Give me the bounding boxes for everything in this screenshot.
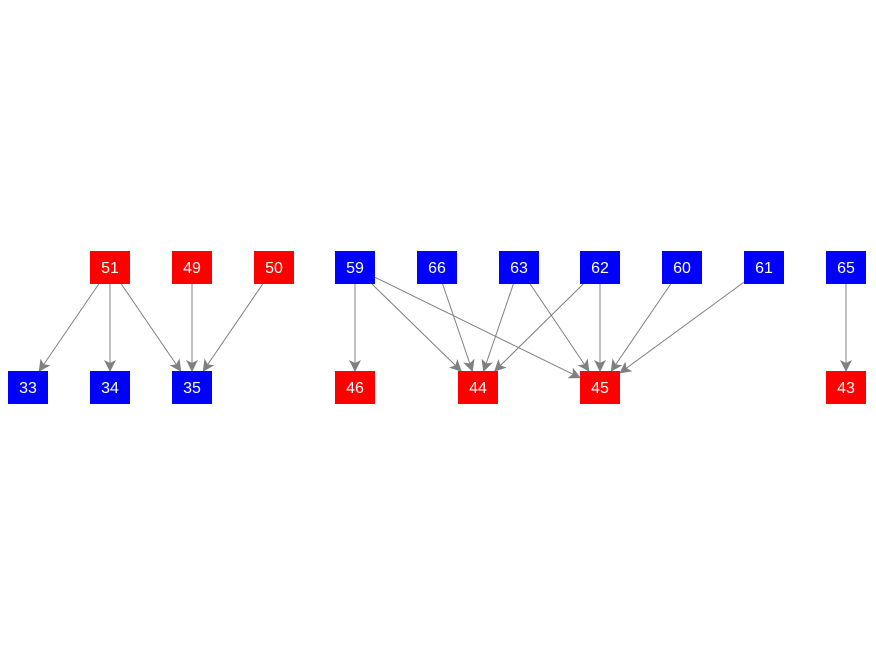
node-51[interactable]: 51 <box>90 251 130 284</box>
node-box <box>172 371 212 404</box>
node-61[interactable]: 61 <box>744 251 784 284</box>
node-box <box>580 371 620 404</box>
node-label: 61 <box>755 260 773 277</box>
node-box <box>90 251 130 284</box>
node-box <box>580 251 620 284</box>
node-box <box>662 251 702 284</box>
node-66[interactable]: 66 <box>417 251 457 284</box>
node-49[interactable]: 49 <box>172 251 212 284</box>
node-45[interactable]: 45 <box>580 371 620 404</box>
edge-50-to-35 <box>202 283 264 372</box>
node-33[interactable]: 33 <box>8 371 48 404</box>
node-label: 33 <box>19 380 37 397</box>
node-34[interactable]: 34 <box>90 371 130 404</box>
node-label: 63 <box>510 260 528 277</box>
node-label: 65 <box>837 260 855 277</box>
node-box <box>335 371 375 404</box>
node-box <box>744 251 784 284</box>
node-label: 46 <box>346 380 364 397</box>
node-44[interactable]: 44 <box>458 371 498 404</box>
edge-51-to-33 <box>38 283 100 372</box>
node-50[interactable]: 50 <box>254 251 294 284</box>
node-box <box>172 251 212 284</box>
node-60[interactable]: 60 <box>662 251 702 284</box>
node-box <box>8 371 48 404</box>
node-label: 35 <box>183 380 201 397</box>
node-35[interactable]: 35 <box>172 371 212 404</box>
node-label: 34 <box>101 380 119 397</box>
edge-61-to-45 <box>619 281 745 374</box>
edge-59-to-45 <box>374 276 581 379</box>
node-label: 59 <box>346 260 364 277</box>
node-43[interactable]: 43 <box>826 371 866 404</box>
node-label: 50 <box>265 260 283 277</box>
node-box <box>254 251 294 284</box>
node-label: 62 <box>591 260 609 277</box>
edge-62-to-44 <box>494 283 584 372</box>
edge-63-to-44 <box>481 283 514 372</box>
node-box <box>826 371 866 404</box>
edge-59-to-44 <box>371 283 462 372</box>
node-label: 66 <box>428 260 446 277</box>
node-62[interactable]: 62 <box>580 251 620 284</box>
node-box <box>417 251 457 284</box>
node-box <box>499 251 539 284</box>
edge-51-to-35 <box>120 283 182 372</box>
node-label: 60 <box>673 260 691 277</box>
edge-66-to-44 <box>442 283 475 372</box>
node-label: 49 <box>183 260 201 277</box>
node-label: 45 <box>591 380 609 397</box>
node-59[interactable]: 59 <box>335 251 375 284</box>
node-63[interactable]: 63 <box>499 251 539 284</box>
edge-63-to-45 <box>529 283 590 372</box>
node-label: 43 <box>837 380 855 397</box>
node-46[interactable]: 46 <box>335 371 375 404</box>
node-box <box>90 371 130 404</box>
node-box <box>826 251 866 284</box>
edge-60-to-45 <box>610 283 672 372</box>
node-box <box>458 371 498 404</box>
node-label: 44 <box>469 380 487 397</box>
node-label: 51 <box>101 260 119 277</box>
node-box <box>335 251 375 284</box>
node-65[interactable]: 65 <box>826 251 866 284</box>
